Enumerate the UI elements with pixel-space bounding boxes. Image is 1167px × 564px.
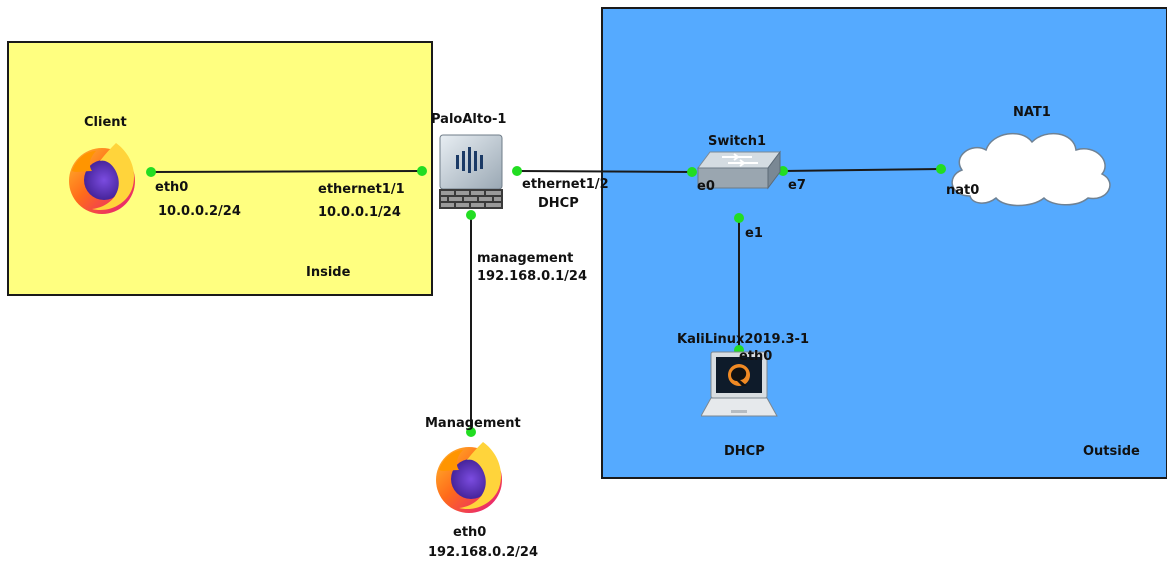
client-name-label: Client (84, 115, 127, 130)
port-dot-management-eth0[interactable] (466, 427, 476, 437)
management-port-label: eth0 (453, 525, 487, 540)
paloalto-mgmt-port-label: management (477, 251, 574, 266)
client-port-label: eth0 (155, 180, 189, 195)
paloalto-name-label: PaloAlto-1 (431, 112, 507, 127)
paloalto-outside-port-label: ethernet1/2 (522, 177, 609, 192)
paloalto-inside-ip-label: 10.0.0.1/24 (318, 205, 401, 220)
nat-name-label: NAT1 (1013, 105, 1051, 120)
kali-port-label: eth0 (739, 349, 773, 364)
link-paloalto-switch[interactable] (516, 170, 693, 173)
switch-port-e0-label: e0 (697, 179, 715, 194)
switch-icon[interactable] (694, 150, 782, 192)
outside-zone-label: Outside (1083, 444, 1140, 459)
outside-zone[interactable] (601, 7, 1167, 479)
paloalto-mgmt-ip-label: 192.168.0.1/24 (477, 269, 588, 284)
management-ip-label: 192.168.0.2/24 (428, 545, 539, 560)
port-dot-paloalto-ethernet1-1[interactable] (417, 166, 427, 176)
port-dot-paloalto-ethernet1-2[interactable] (512, 166, 522, 176)
kali-name-label: KaliLinux2019.3-1 (677, 332, 809, 347)
link-client-paloalto[interactable] (150, 170, 423, 173)
paloalto-firewall-icon[interactable] (436, 133, 508, 213)
switch-port-e7-label: e7 (788, 178, 806, 193)
port-dot-switch-e1[interactable] (734, 213, 744, 223)
port-dot-switch-e0[interactable] (687, 167, 697, 177)
management-name-label: Management (425, 416, 521, 431)
kali-ip-label: DHCP (724, 444, 765, 459)
management-firefox-icon[interactable] (433, 436, 509, 516)
port-dot-paloalto-management[interactable] (466, 210, 476, 220)
switch-port-e1-label: e1 (745, 226, 763, 241)
link-switch-nat[interactable] (782, 168, 942, 172)
port-dot-client-eth0[interactable] (146, 167, 156, 177)
nat-port-label: nat0 (946, 183, 980, 198)
inside-zone-label: Inside (306, 265, 351, 280)
switch-name-label: Switch1 (708, 134, 767, 149)
nat-cloud-icon[interactable] (942, 124, 1120, 208)
paloalto-outside-ip-label: DHCP (538, 196, 579, 211)
port-dot-nat-nat0[interactable] (936, 164, 946, 174)
client-firefox-icon[interactable] (66, 137, 142, 217)
client-ip-label: 10.0.0.2/24 (158, 204, 241, 219)
kali-laptop-icon[interactable] (701, 350, 779, 420)
paloalto-inside-port-label: ethernet1/1 (318, 182, 405, 197)
